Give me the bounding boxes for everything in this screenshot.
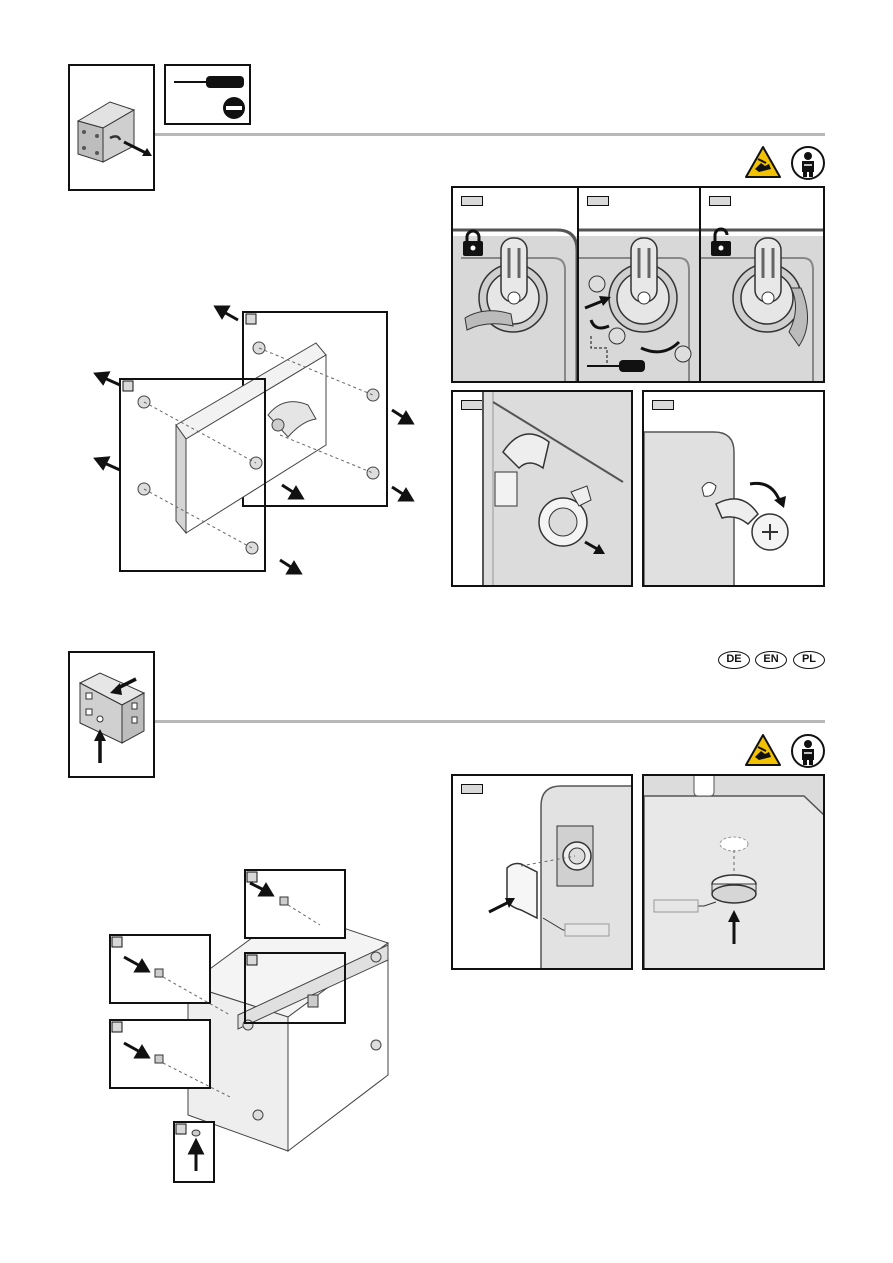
box-insert-plugs-icon: [70, 653, 157, 780]
cover-exploded-view: [90, 295, 420, 585]
step-box-remove-cover: [68, 64, 155, 191]
hinge-pin-drawing: [644, 392, 825, 587]
padlock-closed-icon: [461, 228, 485, 258]
enclosure-view: [100, 865, 400, 1185]
latch-drawing: [579, 188, 699, 381]
language-badge-pl: PL: [793, 651, 825, 669]
cover-removal-drawing: [90, 295, 420, 585]
qualified-person-icon: [790, 733, 826, 769]
language-badge-en: EN: [755, 651, 787, 669]
hinge-clip-drawing: [453, 392, 633, 587]
bottom-plug-drawing: [644, 776, 825, 970]
language-badge-de: DE: [718, 651, 750, 669]
hand-crush-warning-icon: [744, 733, 782, 767]
qualified-person-icon: [790, 145, 826, 181]
side-plug-detail-panel: [451, 774, 633, 970]
box-remove-cover-icon: [70, 66, 157, 193]
slotted-screwdriver-icon: [166, 66, 253, 127]
latch-panel-unlocked: [701, 188, 823, 381]
latch-drawing: [453, 188, 577, 381]
latch-panel-unlocking: [579, 188, 699, 381]
tool-box: [164, 64, 251, 125]
latch-panel-locked: [453, 188, 577, 381]
hinge-pin-removal-panel: [642, 390, 825, 587]
bottom-plug-detail-panel: [642, 774, 825, 970]
padlock-open-icon: [709, 228, 733, 258]
hinge-clip-removal-panel: [451, 390, 633, 587]
hand-crush-warning-icon: [744, 145, 782, 179]
side-plug-drawing: [453, 776, 633, 970]
step-box-insert-plugs: [68, 651, 155, 778]
latch-drawing: [701, 188, 823, 381]
section-divider-2: [155, 720, 825, 723]
box-plugs-drawing: [100, 865, 400, 1185]
section-divider-1: [155, 133, 825, 136]
